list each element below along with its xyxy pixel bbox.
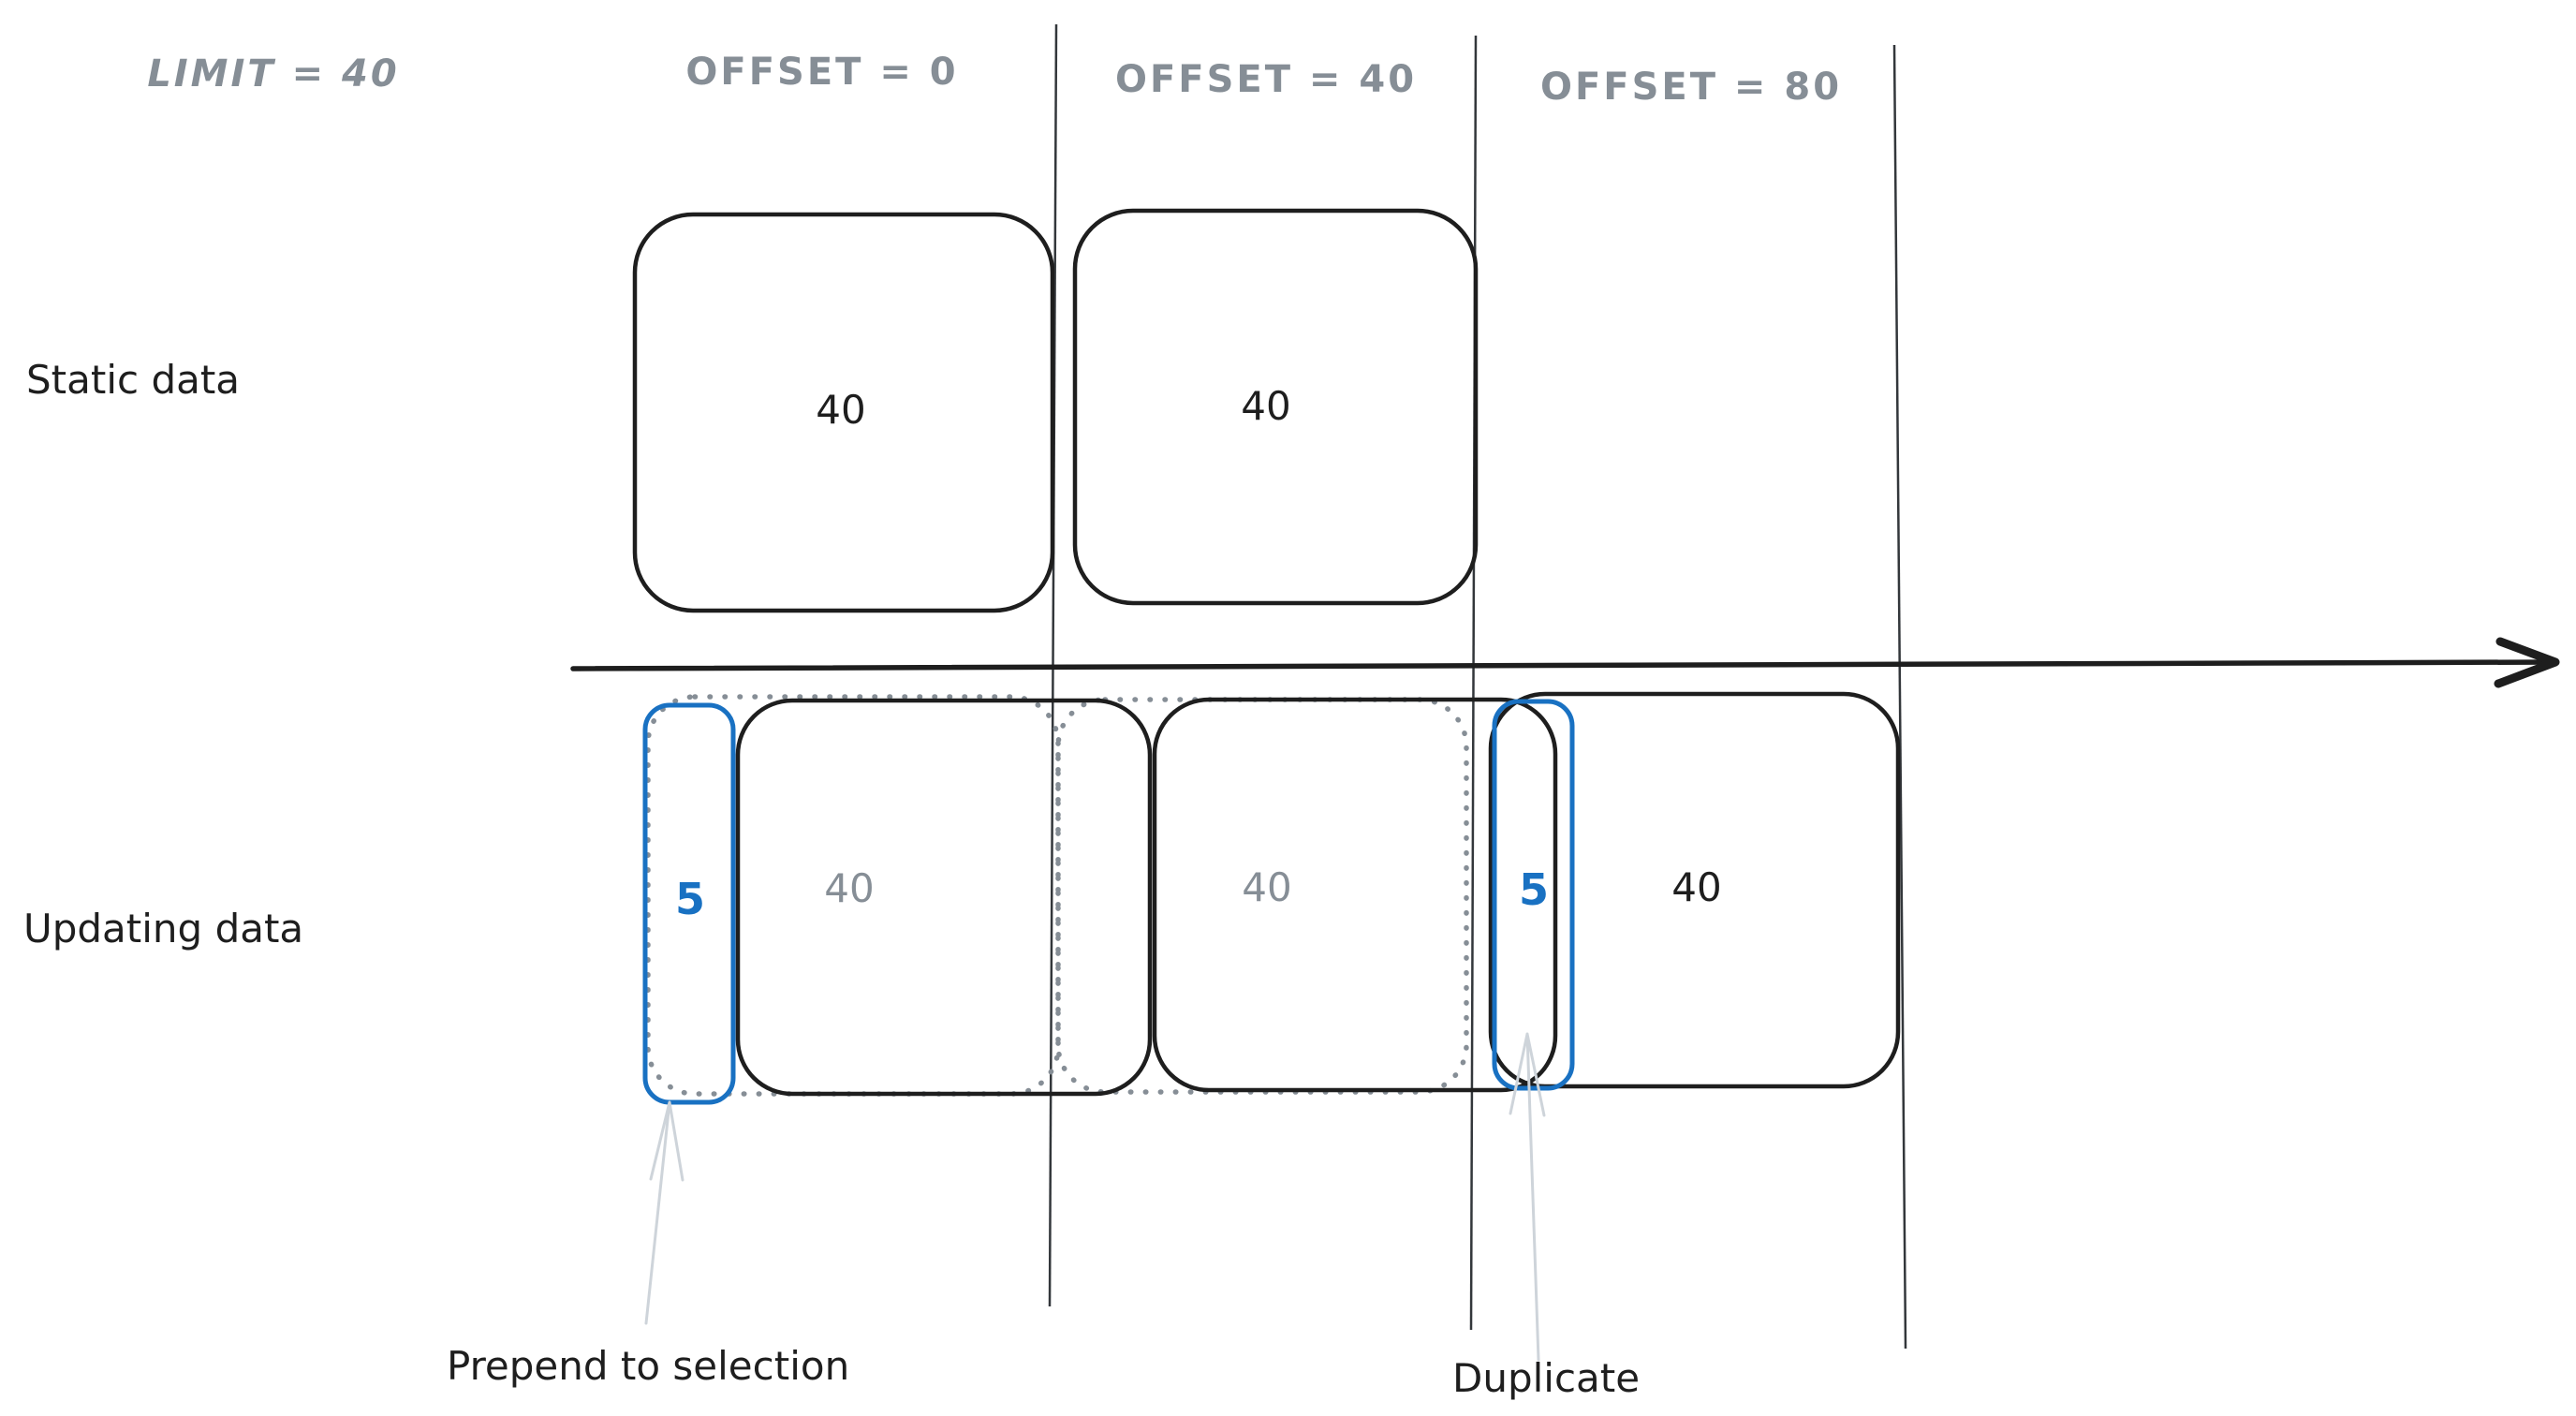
prepended-rows-count: 5 bbox=[675, 874, 705, 924]
updating-data-row: 40 40 40 5 5 bbox=[642, 691, 1901, 1105]
updating-data-row-label: Updating data bbox=[23, 906, 303, 951]
static-page-1-count: 40 bbox=[816, 387, 865, 433]
duplicate-annotation-arrow-icon bbox=[1509, 1032, 1546, 1362]
timeline-arrow-shaft bbox=[570, 659, 2554, 671]
updating-page-3-count: 40 bbox=[1671, 864, 1721, 910]
prepended-rows-box bbox=[642, 702, 736, 1105]
static-data-row-label: Static data bbox=[26, 357, 240, 403]
limit-label: LIMIT = 40 bbox=[147, 52, 399, 96]
offset-0-label: OFFSET = 0 bbox=[685, 51, 958, 94]
duplicate-rows-count: 5 bbox=[1519, 864, 1549, 915]
offset-80-label: OFFSET = 80 bbox=[1540, 66, 1842, 109]
separator-line-offset-80 bbox=[1469, 35, 1478, 1331]
static-page-1-box bbox=[632, 212, 1055, 613]
separator-line-end bbox=[1892, 44, 1907, 1350]
timeline-arrow bbox=[570, 637, 2560, 688]
static-data-row: 40 40 bbox=[632, 208, 1479, 613]
duplicate-annotation-label: Duplicate bbox=[1452, 1355, 1640, 1401]
updating-page-2-box bbox=[1152, 697, 1558, 1093]
duplicate-rows-box bbox=[1492, 699, 1575, 1091]
updating-page-2-count: 40 bbox=[1242, 864, 1291, 910]
offset-40-label: OFFSET = 40 bbox=[1115, 58, 1417, 101]
updating-page-1-box bbox=[735, 698, 1153, 1097]
updating-page-3-box bbox=[1488, 691, 1901, 1089]
ghost-window-offset-0-box bbox=[645, 694, 1061, 1097]
prepend-annotation-label: Prepend to selection bbox=[447, 1343, 849, 1389]
header-labels: LIMIT = 40 OFFSET = 0 OFFSET = 40 OFFSET… bbox=[147, 51, 1842, 109]
updating-page-1-count: 40 bbox=[824, 865, 874, 911]
static-page-2-count: 40 bbox=[1241, 383, 1290, 429]
annotations: Prepend to selection Duplicate bbox=[447, 1032, 1640, 1401]
prepend-annotation-arrow-icon bbox=[644, 1100, 684, 1325]
offset-separator-lines bbox=[1048, 23, 1907, 1350]
ghost-window-offset-40-box bbox=[1055, 697, 1469, 1095]
timeline-arrowhead-icon bbox=[2494, 637, 2560, 688]
static-page-2-box bbox=[1072, 208, 1479, 606]
